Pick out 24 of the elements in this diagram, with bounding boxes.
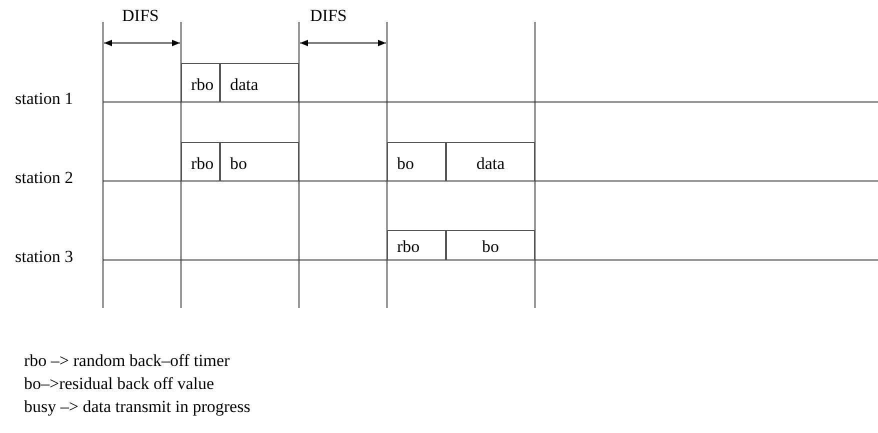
frame-segment (387, 142, 446, 181)
interval-label: DIFS (310, 6, 347, 26)
station-label: station 1 (15, 89, 74, 109)
station-label: station 3 (15, 247, 74, 267)
segment-label: bo (230, 154, 247, 173)
legend-note: rbo –> random back–off timer (24, 351, 230, 371)
segment-label: rbo (397, 237, 420, 256)
station-label: station 2 (15, 168, 74, 188)
legend-note: busy –> data transmit in progress (24, 397, 250, 417)
frame-segment (446, 230, 535, 260)
legend-note: bo–>residual back off value (24, 374, 214, 394)
frame-segment (181, 63, 220, 102)
frame-segment (220, 63, 299, 102)
segment-label: bo (397, 154, 414, 173)
frame-segment (446, 142, 535, 181)
frame-segment (181, 142, 220, 181)
interval-label: DIFS (122, 6, 159, 26)
frame-segment (220, 142, 299, 181)
frame-segment (387, 230, 446, 260)
segment-label: rbo (191, 75, 214, 94)
segment-label: bo (482, 237, 499, 256)
segment-label: rbo (191, 154, 214, 173)
segment-label: data (476, 154, 505, 173)
segment-label: data (230, 75, 258, 94)
